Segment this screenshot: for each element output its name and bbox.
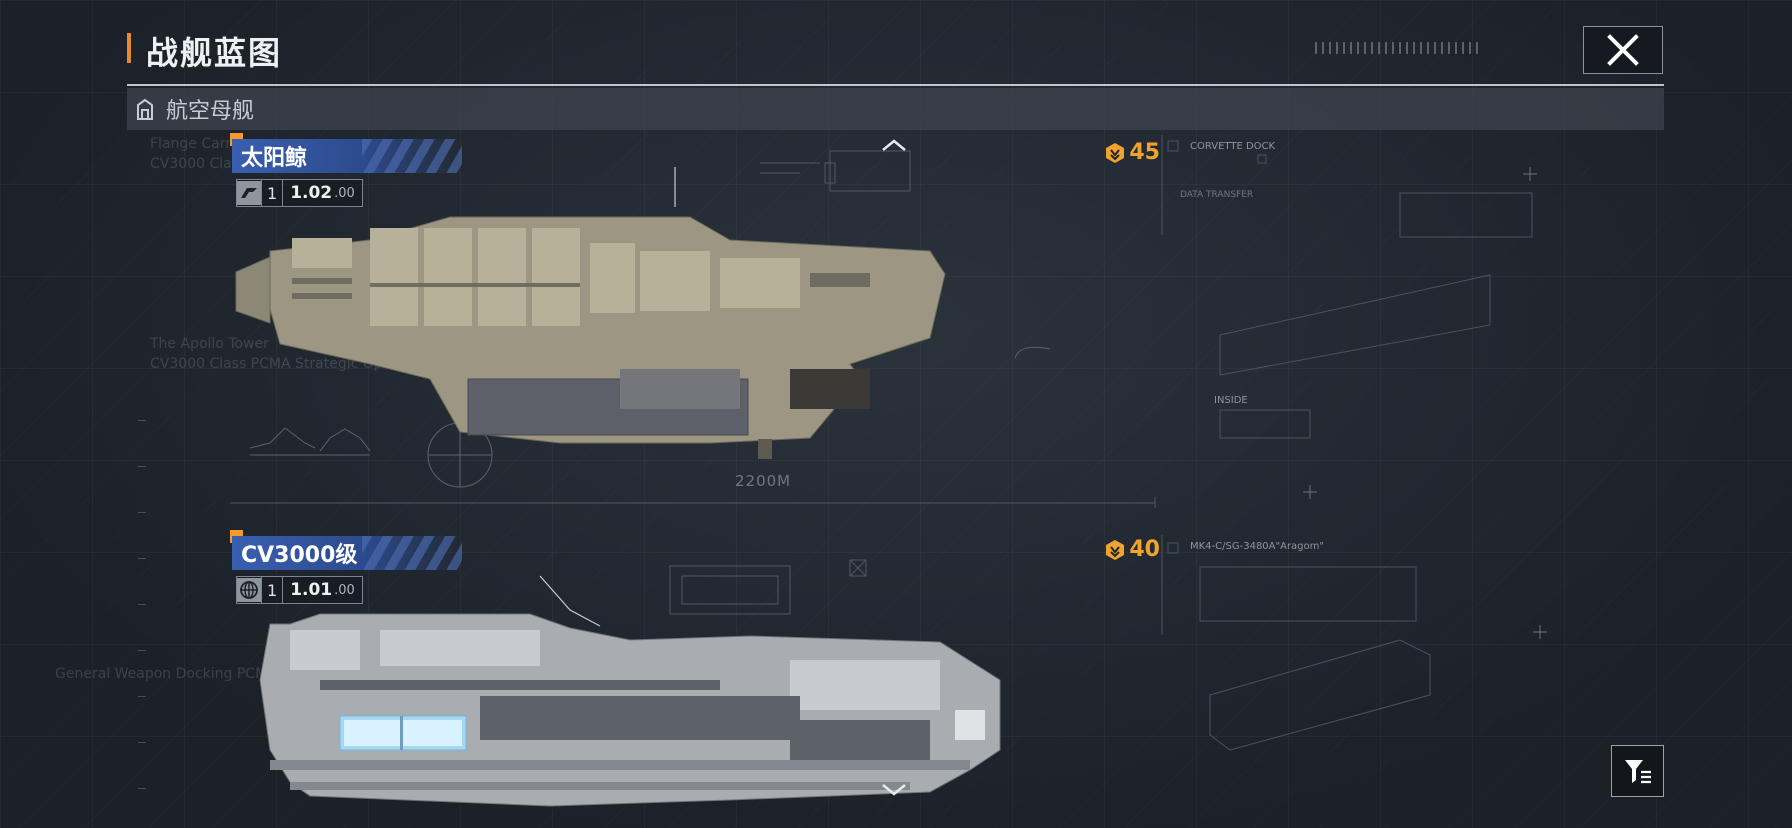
command-points-icon	[1106, 539, 1125, 560]
blueprint-label: DATA TRANSFER	[1180, 190, 1253, 200]
right-blueprint-panel: CORVETTE DOCK DATA TRANSFER INSIDE MK4-C…	[1161, 135, 1547, 751]
ship-card-cv3000[interactable]: CV3000级 1 1.01.00 40	[230, 530, 1160, 828]
version-major: 1.02	[290, 183, 333, 203]
globe-icon	[237, 578, 261, 602]
close-icon	[1607, 34, 1639, 66]
title-accent-bar	[127, 33, 131, 63]
faded-label: Flange Carrier	[150, 136, 250, 152]
chevron-up-icon[interactable]	[880, 138, 908, 152]
chevron-down-icon[interactable]	[880, 783, 908, 797]
ship-name: CV3000级	[241, 543, 358, 568]
header-ruler	[1315, 42, 1480, 54]
ship-version: 1.01.00	[283, 580, 362, 600]
ship-card-sun-whale[interactable]: 太阳鲸 1 1.02.00 45 2200M	[230, 133, 1160, 513]
version-minor: .00	[334, 185, 355, 201]
blueprint-label: MK4-C/SG-3480A"Aragom"	[1190, 541, 1324, 552]
ship-cost: 40	[1104, 537, 1160, 562]
filter-icon	[1624, 760, 1651, 784]
ship-blueprint	[259, 559, 1001, 807]
command-points-icon	[1106, 142, 1125, 163]
header-divider	[127, 84, 1664, 86]
blueprint-label: CORVETTE DOCK	[1190, 141, 1276, 152]
category-bar[interactable]: 航空母舰	[127, 88, 1664, 130]
ship-version: 1.02.00	[283, 183, 362, 203]
ship-scale-label: 2200M	[735, 472, 792, 490]
ship-tier: 1	[261, 180, 284, 206]
side-ruler	[138, 420, 146, 800]
faded-label: The Apollo Tower	[150, 336, 269, 352]
category-label: 航空母舰	[166, 99, 255, 124]
ship-name: 太阳鲸	[241, 146, 308, 171]
page-title: 战舰蓝图	[146, 34, 283, 72]
filter-button[interactable]	[1611, 745, 1664, 797]
version-tag: 1 1.01.00	[236, 576, 363, 604]
version-minor: .00	[334, 582, 355, 598]
close-button[interactable]	[1583, 26, 1663, 74]
cost-value: 45	[1129, 140, 1160, 165]
ship-name-tag: 太阳鲸	[232, 139, 462, 173]
version-tag: 1 1.02.00	[236, 179, 363, 207]
version-major: 1.01	[290, 580, 333, 600]
blueprint-label: INSIDE	[1214, 395, 1248, 406]
ship-blueprint	[230, 150, 1156, 508]
ship-tier: 1	[261, 577, 284, 603]
ship-name-tag: CV3000级	[232, 536, 462, 570]
faction-icon	[237, 181, 261, 205]
cost-value: 40	[1129, 537, 1160, 562]
ship-cost: 45	[1104, 140, 1160, 165]
hangar-icon	[137, 98, 153, 120]
